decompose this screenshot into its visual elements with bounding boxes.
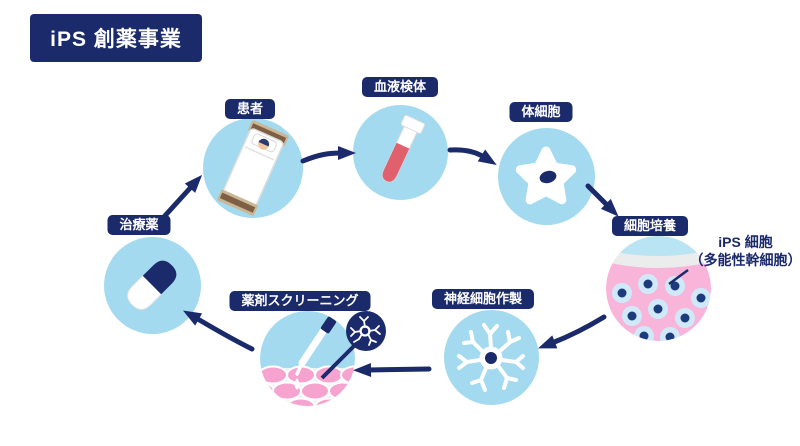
capsule-icon [127, 260, 177, 310]
blood-sample-circle [353, 105, 448, 200]
somatic-cell-circle [498, 128, 595, 225]
screened-cells [260, 365, 355, 406]
drug-screening-circle [260, 311, 355, 406]
pipette-dish-icon [260, 311, 355, 406]
label-somatic-cell: 体細胞 [509, 102, 573, 123]
arrow-screening-to-drug [182, 310, 255, 352]
label-cell-culture: 細胞培養 [611, 216, 689, 237]
label-blood-sample-text: 血液検体 [373, 79, 427, 94]
neuron-icon [457, 323, 525, 392]
arrow-patient-to-blood [300, 146, 356, 164]
label-somatic-cell-text: 体細胞 [521, 104, 561, 119]
arrow-culture-to-neuron [538, 314, 607, 349]
label-cell-culture-text: 細胞培養 [623, 218, 677, 233]
somatic-cell-icon [515, 146, 577, 205]
label-drug-screening-text: 薬剤スクリーニング [241, 293, 359, 308]
arrow-neuron-to-screening [353, 362, 432, 377]
bed-icon [217, 120, 289, 216]
magnifier-circle [346, 311, 386, 351]
label-patient-text: 患者 [236, 101, 264, 116]
label-drug-screening: 薬剤スクリーニング [229, 291, 371, 312]
ips-cell-annotation-line1: iPS 細胞 [718, 234, 773, 250]
ips-cell-annotation: iPS 細胞 （多能性幹細胞） [688, 234, 800, 269]
magnifier-neuron-icon [350, 316, 381, 346]
title-box: iPS 創薬事業 [30, 14, 202, 62]
neural-cell-circle [444, 310, 539, 405]
arrow-drug-to-patient [159, 174, 203, 222]
ips-cell-annotation-line2: （多能性幹細胞） [689, 251, 800, 268]
label-therapeutic-drug-text: 治療薬 [119, 217, 159, 232]
pipette [294, 316, 337, 390]
label-neural-cell: 神経細胞作製 [431, 289, 535, 310]
patient-circle [203, 118, 303, 218]
diagram-title: iPS 創薬事業 [50, 28, 182, 51]
therapeutic-drug-circle [104, 237, 201, 334]
label-patient: 患者 [224, 99, 276, 120]
label-neural-cell-text: 神経細胞作製 [443, 291, 523, 306]
test-tube-icon [382, 114, 426, 183]
label-therapeutic-drug: 治療薬 [107, 215, 171, 236]
arrow-blood-to-somatic [447, 147, 497, 165]
droplet [294, 378, 300, 390]
label-blood-sample: 血液検体 [361, 77, 439, 98]
